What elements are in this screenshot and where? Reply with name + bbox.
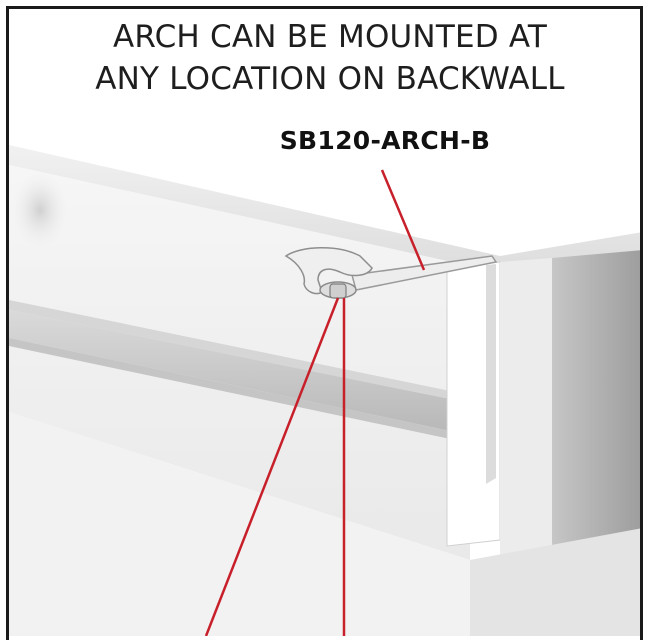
figure-border [6, 6, 643, 640]
mounting-note-line-1: ARCH CAN BE MOUNTED AT [112, 19, 548, 55]
backwall-lower-face [9, 412, 470, 636]
side-panel-dark [552, 250, 643, 548]
arch-bracket-bar [351, 255, 498, 291]
leader-line-part [380, 169, 426, 271]
part-number-label: SB120-ARCH-B [279, 126, 491, 155]
leader-line-clamp-left [204, 297, 340, 636]
side-panel-base [470, 528, 643, 636]
surface-highlight [12, 172, 68, 248]
mounting-note: ARCH CAN BE MOUNTED AT ANY LOCATION ON B… [60, 16, 600, 100]
mounting-note-line-2: ANY LOCATION ON BACKWALL [95, 61, 565, 97]
side-panel-light [500, 258, 552, 560]
backwall-top-surface [9, 145, 643, 266]
bracket-strip [486, 264, 496, 484]
arch-clamp [284, 247, 373, 295]
